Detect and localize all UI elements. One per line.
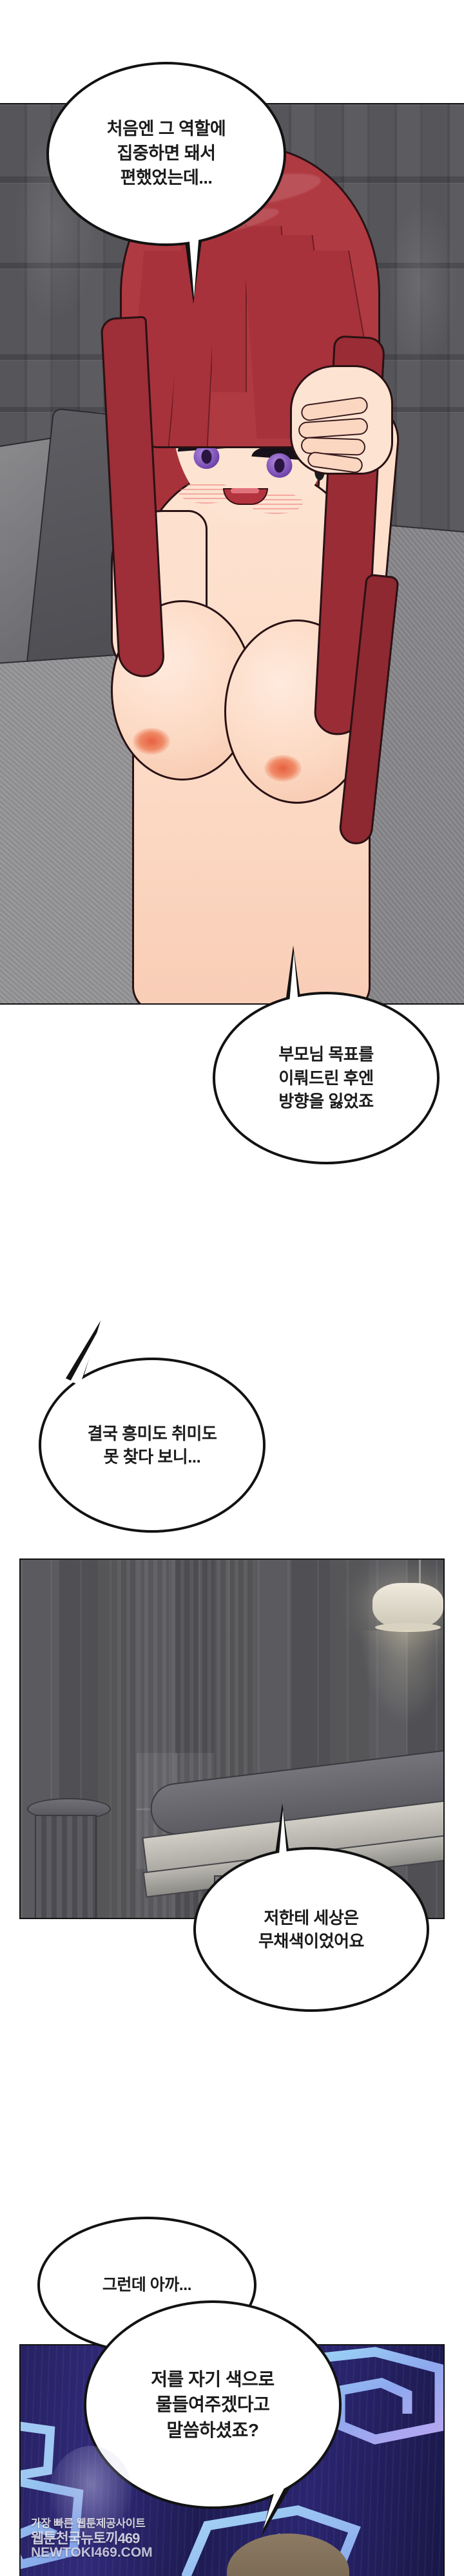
speech-bubble-2-text: 부모님 목표를 이뤄드린 후엔 방향을 잃었죠 xyxy=(278,1045,374,1112)
speech-bubble-1: 처음엔 그 역할에 집중하면 돼서 편했었는데... xyxy=(46,62,286,246)
speech-bubble-4: 저한테 세상은 무채색이었어요 xyxy=(193,1847,429,2012)
lip-highlight xyxy=(231,488,259,493)
comic-panel-1 xyxy=(0,103,464,1005)
spiral-motif-icon xyxy=(21,2477,84,2570)
right-hand xyxy=(290,365,393,475)
speech-bubble-4-text: 저한테 세상은 무채색이었어요 xyxy=(258,1908,364,1951)
speech-bubble-3-text: 결국 흥미도 취미도 못 찾다 보니... xyxy=(87,1423,217,1466)
speech-bubble-3: 결국 흥미도 취미도 못 찾다 보니... xyxy=(39,1358,266,1533)
bubble-2-tail-fill xyxy=(288,952,300,1018)
comic-panel-2 xyxy=(19,1558,445,1919)
bust-detail-left xyxy=(133,728,170,755)
lamp-glow xyxy=(360,1631,443,1727)
bubble-4-tail-fill xyxy=(278,1810,288,1869)
spiral-motif-icon xyxy=(278,2347,443,2445)
bubble-1-tail-fill xyxy=(188,225,200,298)
character-figure xyxy=(97,124,403,1003)
hair-bang xyxy=(212,225,247,392)
pendant-lamp xyxy=(372,1583,443,1629)
spiral-motif-icon xyxy=(21,2421,55,2480)
stool-base xyxy=(35,1815,97,1918)
lamp-cord xyxy=(419,1560,421,1586)
speech-bubble-6-text: 저를 자기 색으로 물들여주겠다고 말씀하셨죠? xyxy=(151,2369,275,2440)
speech-bubble-5-text: 그런데 아까... xyxy=(102,2275,192,2294)
pendant-lamp-rim xyxy=(375,1623,441,1632)
speech-bubble-6: 저를 자기 색으로 물들여주겠다고 말씀하셨죠? xyxy=(84,2300,342,2509)
speech-bubble-1-text: 처음엔 그 역할에 집중하면 돼서 편했었는데... xyxy=(106,119,226,187)
speech-bubble-2: 부모님 목표를 이뤄드린 후엔 방향을 잃었죠 xyxy=(213,992,440,1164)
bust-detail-right xyxy=(264,755,302,782)
wall-highlight xyxy=(387,201,458,368)
